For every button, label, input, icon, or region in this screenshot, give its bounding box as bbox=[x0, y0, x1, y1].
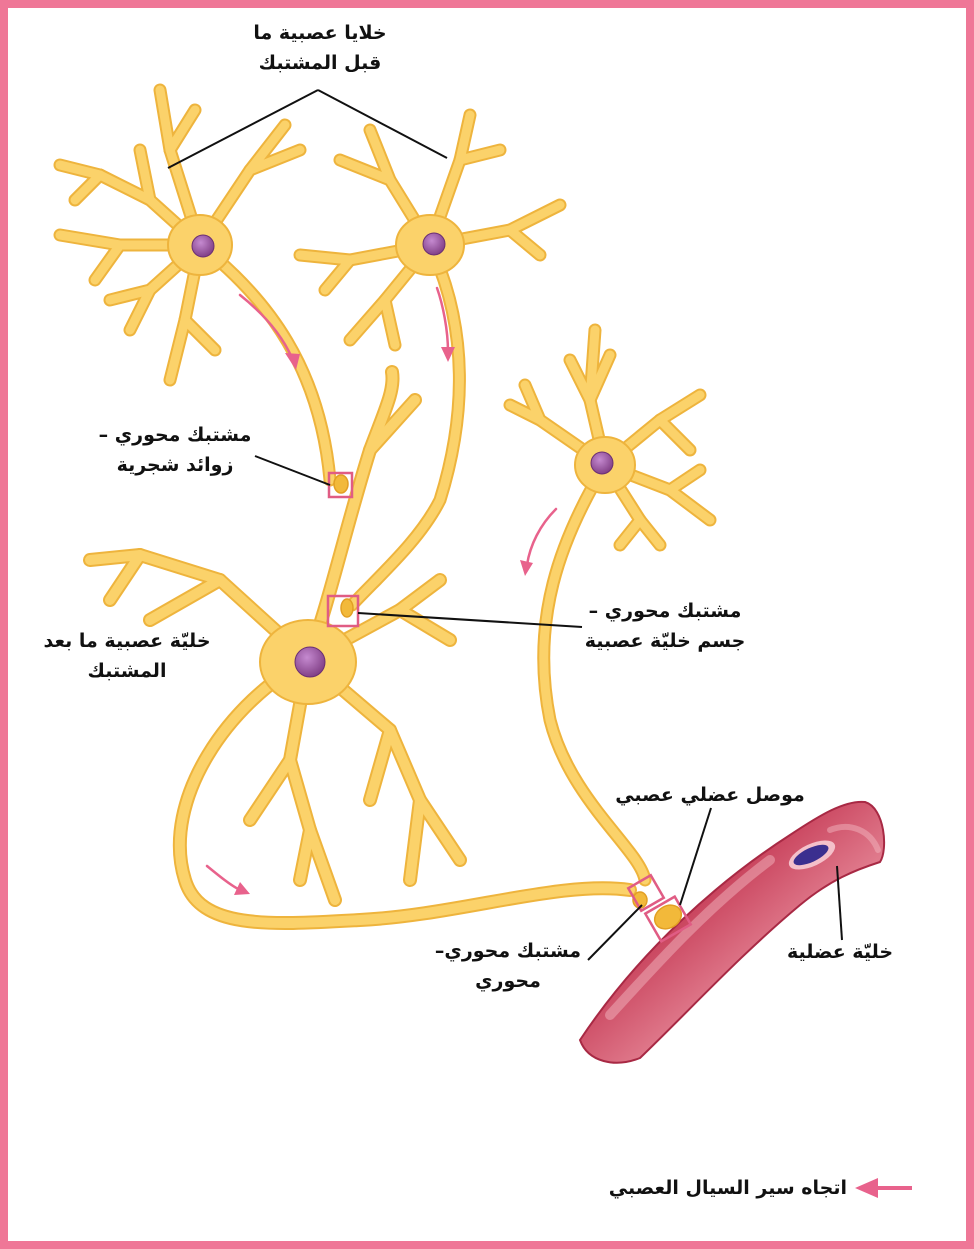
leader-presynaptic-1 bbox=[167, 89, 319, 169]
label-axodendritic-synapse: مشتبك محوري – زوائد شجرية bbox=[98, 424, 252, 476]
leader-axoaxonic bbox=[587, 904, 643, 961]
muscle-nucleus bbox=[793, 844, 829, 866]
nucleus bbox=[590, 451, 614, 475]
muscle-cell bbox=[578, 800, 886, 1064]
neuromuscular-junction-box bbox=[643, 894, 693, 944]
label-axosomatic-synapse: مشتبك محوري – جسم خليّة عصبية bbox=[584, 600, 746, 652]
leader-muscle-cell bbox=[836, 865, 843, 941]
leader-presynaptic-2 bbox=[317, 89, 448, 159]
leader-neuromuscular bbox=[679, 807, 712, 906]
leader-axodendritic bbox=[254, 455, 331, 486]
axoaxonic-synapse-box bbox=[626, 873, 666, 913]
label-postsynaptic-neuron: خليّة عصبية ما بعد المشتبك bbox=[43, 630, 211, 682]
label-axoaxonic-synapse: مشتبك محوري– محوري bbox=[434, 940, 582, 992]
nucleus bbox=[422, 232, 446, 256]
legend-arrow-icon bbox=[855, 1178, 912, 1198]
nucleus bbox=[294, 646, 326, 678]
leader-axosomatic bbox=[357, 612, 583, 628]
label-muscle-cell: خليّة عضلية bbox=[786, 941, 894, 963]
legend-text: اتجاه سير السيال العصبي bbox=[608, 1177, 847, 1199]
axosomatic-synapse-box bbox=[326, 594, 360, 628]
label-presynaptic-neurons: خلايا عصبية ما قبل المشتبك bbox=[253, 22, 387, 74]
nucleus bbox=[191, 234, 215, 258]
label-neuromuscular-junction: موصل عضلي عصبي bbox=[615, 784, 805, 806]
